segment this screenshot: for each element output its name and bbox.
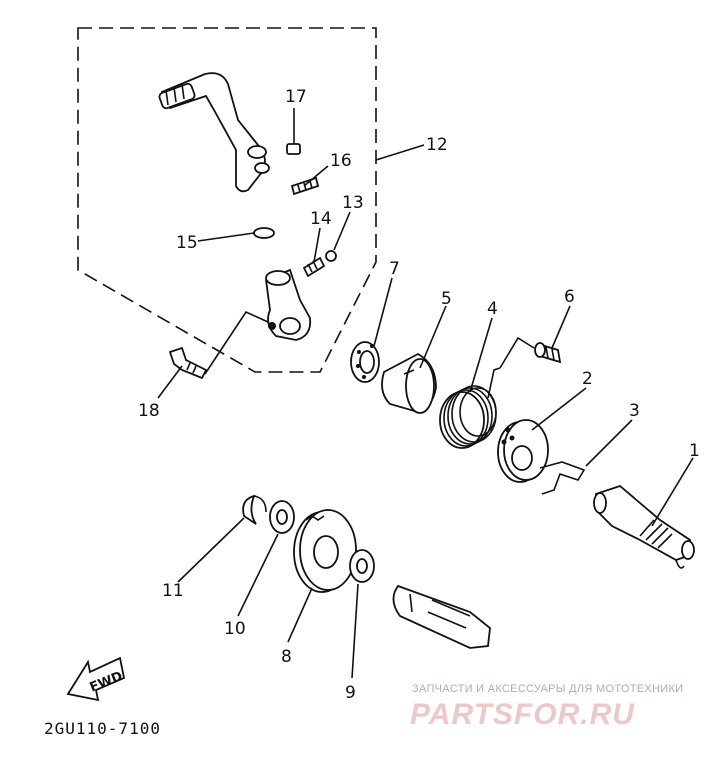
callout-14: 14 bbox=[310, 209, 332, 229]
part-17-dowel bbox=[286, 143, 301, 155]
kick-lever-crank bbox=[158, 72, 270, 193]
kick-boss bbox=[265, 268, 312, 341]
part-1-kick-axle bbox=[593, 484, 695, 569]
leader-5 bbox=[419, 305, 447, 369]
leader-6 bbox=[551, 305, 571, 349]
fwd-arrow-icon: FWD bbox=[66, 656, 125, 702]
callout-12: 12 bbox=[426, 135, 448, 155]
callout-11: 11 bbox=[162, 581, 184, 601]
callout-16: 16 bbox=[330, 151, 352, 171]
callout-5: 5 bbox=[441, 289, 452, 309]
leader-15 bbox=[197, 232, 255, 242]
callout-10: 10 bbox=[224, 619, 246, 639]
callout-7: 7 bbox=[389, 259, 400, 279]
callout-15: 15 bbox=[176, 233, 198, 253]
callout-8: 8 bbox=[281, 647, 292, 667]
leader-11 bbox=[177, 517, 245, 583]
callout-6: 6 bbox=[564, 287, 575, 307]
leader-2 bbox=[531, 387, 587, 431]
callout-17: 17 bbox=[285, 87, 307, 107]
leader-12 bbox=[375, 144, 425, 161]
part-8-idle-gear bbox=[293, 509, 357, 593]
part-7-bearing bbox=[350, 341, 380, 383]
leader-10 bbox=[237, 533, 279, 617]
callout-3: 3 bbox=[629, 401, 640, 421]
leader-1 bbox=[651, 457, 694, 527]
kick-assembly-boundary bbox=[77, 27, 377, 373]
leader-16 bbox=[303, 165, 329, 187]
part-11-circlip bbox=[242, 494, 267, 525]
diagram-code: 2GU110-7100 bbox=[44, 719, 161, 738]
leader-18 bbox=[157, 365, 183, 399]
leader-7 bbox=[373, 277, 393, 347]
part-4-torsion-spring bbox=[439, 367, 501, 449]
part-18-bolt bbox=[168, 346, 208, 380]
callout-13: 13 bbox=[342, 193, 364, 213]
part-2-ratchet bbox=[497, 419, 549, 483]
leader-4-6-link bbox=[499, 336, 535, 369]
leader-8 bbox=[287, 587, 313, 643]
watermark-tagline: ЗАПЧАСТИ И АКСЕССУАРЫ ДЛЯ МОТОТЕХНИКИ bbox=[412, 683, 683, 695]
main-shaft-reference bbox=[392, 584, 491, 649]
part-13-ball bbox=[325, 250, 337, 262]
callout-2: 2 bbox=[582, 369, 593, 389]
leader-9 bbox=[351, 583, 359, 679]
callout-1: 1 bbox=[689, 441, 700, 461]
part-9-washer bbox=[349, 549, 375, 583]
callout-18: 18 bbox=[138, 401, 160, 421]
leader-3 bbox=[585, 419, 633, 467]
part-15-washer bbox=[253, 227, 275, 239]
leader-4 bbox=[469, 317, 493, 393]
part-6-pin bbox=[534, 342, 562, 364]
part-3-clip bbox=[539, 461, 586, 495]
watermark-logo: PARTSFOR.RU bbox=[410, 698, 635, 731]
leader-13 bbox=[333, 211, 351, 251]
leader-18-link bbox=[204, 310, 269, 375]
part-10-washer bbox=[269, 500, 295, 534]
callout-4: 4 bbox=[487, 299, 498, 319]
callout-9: 9 bbox=[345, 683, 356, 703]
leader-14 bbox=[313, 227, 321, 263]
part-5-spring-guide bbox=[381, 352, 437, 414]
